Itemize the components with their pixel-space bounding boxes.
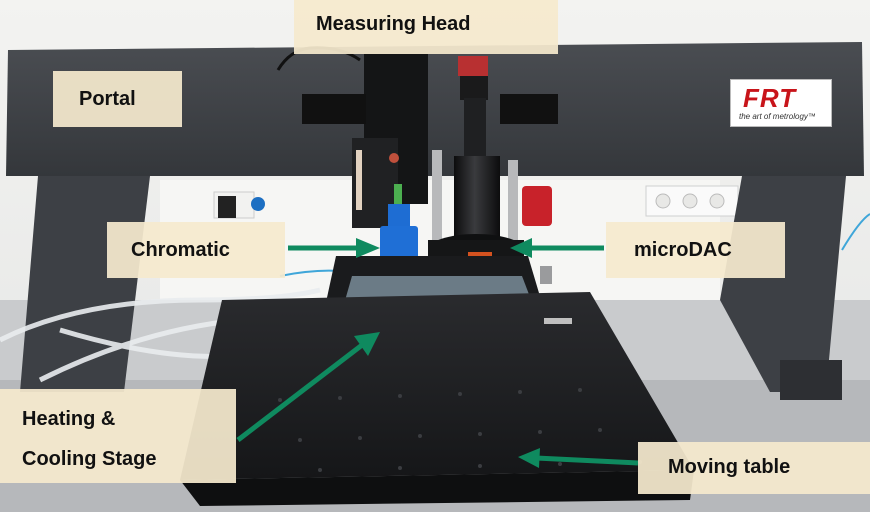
label-chromatic: Chromatic [107,222,285,278]
label-heating-cooling-stage: Heating & Cooling Stage [0,389,236,483]
portal-beam [6,42,864,176]
red-power-socket [522,186,552,226]
logo-tagline: the art of metrology™ [739,112,816,121]
microdac-objective [454,156,500,240]
frt-logo: FRT the art of metrology™ [730,79,832,127]
label-chromatic-text: Chromatic [131,239,230,261]
arrow-moving-table [518,448,639,468]
chromatic-sensor [388,204,410,230]
logo-mark: FRT [743,83,797,113]
moving-table [180,292,694,480]
label-portal-text: Portal [79,88,136,110]
label-microdac-text: microDAC [634,239,732,261]
label-moving-table-text: Moving table [668,456,791,478]
label-microdac: microDAC [606,222,785,278]
arrow-heating-stage [236,332,380,442]
camera-body [458,56,488,76]
arrow-microdac [510,238,604,258]
label-measuring-head-text: Measuring Head [316,13,471,35]
label-measuring-head: Measuring Head [294,0,558,54]
label-heating-line1: Heating & [22,408,116,430]
annotation-arrows [236,238,639,468]
label-portal: Portal [53,71,182,127]
camera-tube [464,98,486,164]
label-moving-table: Moving table [638,442,870,494]
arrow-chromatic [288,238,380,258]
label-heating-line2: Cooling Stage [22,448,157,470]
